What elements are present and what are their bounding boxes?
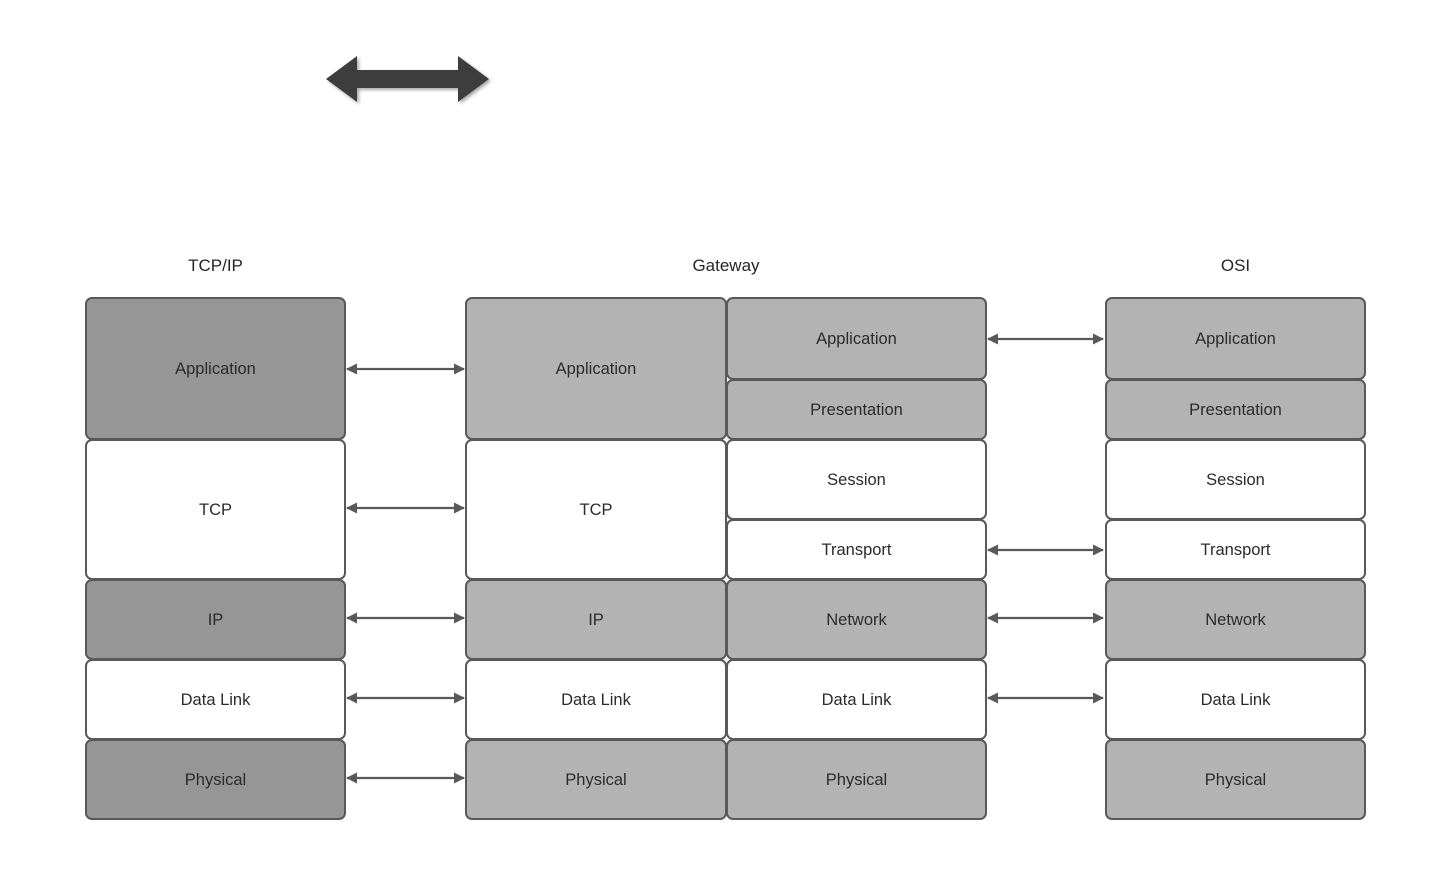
connector-group-tcpip-gateway [346, 363, 465, 784]
layer-osi-transport[interactable]: Transport [1105, 519, 1366, 580]
layer-tcpip-tcp[interactable]: TCP [85, 439, 346, 580]
stack-gateway-right: Application Presentation Session Transpo… [726, 297, 987, 820]
layer-osi-network[interactable]: Network [1105, 579, 1366, 660]
layer-gateway-osi-data-link[interactable]: Data Link [726, 659, 987, 740]
double-headed-block-arrow [326, 56, 489, 102]
layer-osi-data-link[interactable]: Data Link [1105, 659, 1366, 740]
layer-osi-session[interactable]: Session [1105, 439, 1366, 520]
stack-osi: Application Presentation Session Transpo… [1105, 297, 1366, 820]
column-title-gateway: Gateway [692, 256, 760, 275]
layer-gateway-data-link[interactable]: Data Link [465, 659, 727, 740]
layer-tcpip-physical[interactable]: Physical [85, 739, 346, 820]
layer-gateway-osi-network[interactable]: Network [726, 579, 987, 660]
layer-osi-application[interactable]: Application [1105, 297, 1366, 380]
layer-gateway-tcp[interactable]: TCP [465, 439, 727, 580]
column-title-osi: OSI [1220, 256, 1251, 275]
layer-gateway-osi-application[interactable]: Application [726, 297, 987, 380]
column-title-tcpip: TCP/IP [188, 256, 243, 275]
stack-gateway-left: Application TCP IP Data Link Physical [465, 297, 727, 820]
layer-tcpip-data-link[interactable]: Data Link [85, 659, 346, 740]
layer-osi-physical[interactable]: Physical [1105, 739, 1366, 820]
layer-gateway-physical[interactable]: Physical [465, 739, 727, 820]
stack-tcpip: Application TCP IP Data Link Physical [85, 297, 346, 820]
layer-gateway-ip[interactable]: IP [465, 579, 727, 660]
layer-tcpip-ip[interactable]: IP [85, 579, 346, 660]
layer-gateway-application[interactable]: Application [465, 297, 727, 440]
connector-group-gateway-osi [987, 333, 1104, 704]
layer-gateway-osi-transport[interactable]: Transport [726, 519, 987, 580]
layer-gateway-osi-session[interactable]: Session [726, 439, 987, 520]
layer-gateway-osi-physical[interactable]: Physical [726, 739, 987, 820]
layer-gateway-osi-presentation[interactable]: Presentation [726, 379, 987, 440]
layer-tcpip-application[interactable]: Application [85, 297, 346, 440]
layer-osi-presentation[interactable]: Presentation [1105, 379, 1366, 440]
